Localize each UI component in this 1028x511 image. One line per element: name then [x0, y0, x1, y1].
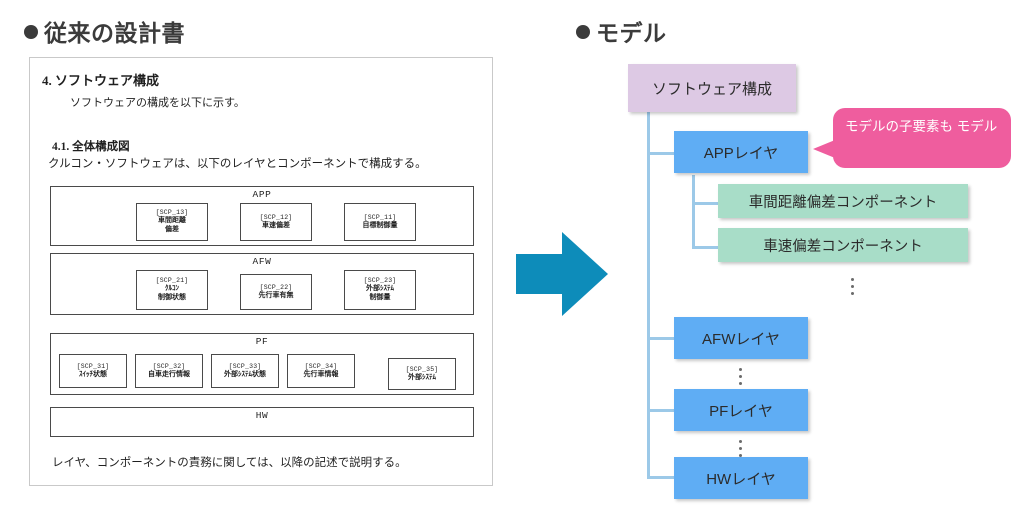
callout-tail	[813, 140, 835, 158]
model-node-component-1[interactable]: 車間距離偏差コンポーネント	[718, 184, 968, 218]
layer-name-afw: AFW	[252, 256, 272, 267]
component-name-line2: 制御量	[369, 294, 391, 302]
component-box: [SCP_13] 車間距離 偏差	[136, 203, 208, 241]
bullet-icon	[24, 25, 38, 39]
component-name: 車間距離	[158, 217, 186, 225]
callout-text: モデルの子要素も モデル	[845, 119, 998, 134]
tree-trunk-app-children	[692, 175, 695, 247]
tree-branch-pf	[647, 409, 681, 412]
document-footer-note: レイヤ、コンポーネントの責務に関しては、以降の記述で説明する。	[52, 457, 407, 469]
component-id: [SCP_13]	[155, 209, 189, 217]
bullet-icon	[576, 25, 590, 39]
component-id: [SCP_12]	[259, 213, 293, 221]
callout-bubble: モデルの子要素も モデル	[833, 108, 1011, 168]
component-name-line2: 偏差	[165, 226, 179, 234]
component-box: [SCP_12] 車速偏差	[240, 203, 312, 241]
component-id: [SCP_23]	[363, 277, 397, 285]
component-name: 外部ｼｽﾃﾑ状態	[224, 370, 266, 378]
ellipsis-afw	[733, 364, 747, 392]
component-id: [SCP_33]	[228, 362, 262, 370]
model-node-pf-layer[interactable]: PFレイヤ	[674, 389, 808, 431]
component-name: ｸﾙｺﾝ	[165, 285, 179, 293]
component-name: ｽｲｯﾁ状態	[79, 370, 107, 378]
component-name: 車速偏差	[262, 221, 290, 229]
component-box: [SCP_33] 外部ｼｽﾃﾑ状態	[211, 354, 279, 388]
component-id: [SCP_35]	[405, 365, 439, 373]
layer-name-pf: PF	[255, 336, 269, 347]
component-name: 目標制御量	[362, 221, 398, 229]
document-heading: 4. ソフトウェア構成	[42, 73, 160, 88]
component-name-line2: 制御状態	[158, 294, 186, 302]
model-node-app-layer[interactable]: APPレイヤ	[674, 131, 808, 173]
ellipsis-pf	[733, 436, 747, 464]
tree-branch-hw	[647, 476, 681, 479]
right-panel-title: モデル	[576, 14, 667, 48]
component-box: [SCP_21] ｸﾙｺﾝ 制御状態	[136, 270, 208, 310]
component-id: [SCP_21]	[155, 277, 189, 285]
model-node-component-2[interactable]: 車速偏差コンポーネント	[718, 228, 968, 262]
component-id: [SCP_11]	[363, 213, 397, 221]
layer-name-app: APP	[252, 189, 272, 200]
layer-name-hw: HW	[255, 410, 269, 421]
tree-branch-app	[647, 152, 681, 155]
component-name: 自車走行情報	[148, 370, 190, 378]
tree-branch-component-2	[692, 246, 720, 249]
layer-box-pf: PF [SCP_31] ｽｲｯﾁ状態 [SCP_32] 自車走行情報 [SCP_…	[50, 333, 474, 395]
document-subheading: 4.1. 全体構成図	[52, 141, 130, 153]
design-document-panel: 4. ソフトウェア構成 ソフトウェアの構成を以下に示す。 4.1. 全体構成図 …	[29, 57, 493, 486]
layer-box-afw: AFW [SCP_21] ｸﾙｺﾝ 制御状態 [SCP_22] 先行車有無 [S…	[50, 253, 474, 315]
model-node-afw-layer[interactable]: AFWレイヤ	[674, 317, 808, 359]
component-box: [SCP_35] 外部ｼｽﾃﾑ	[388, 358, 456, 390]
document-subintro: クルコン・ソフトウェアは、以下のレイヤとコンポーネントで構成する。	[48, 158, 427, 170]
component-name: 先行車有無	[258, 291, 294, 299]
right-panel-title-text: モデル	[596, 20, 667, 46]
left-panel-title: 従来の設計書	[24, 14, 185, 48]
component-box: [SCP_31] ｽｲｯﾁ状態	[59, 354, 127, 388]
component-id: [SCP_31]	[76, 362, 110, 370]
component-name: 外部ｼｽﾃﾑ	[408, 373, 436, 381]
document-intro: ソフトウェアの構成を以下に示す。	[70, 97, 245, 109]
right-arrow-icon	[516, 232, 608, 316]
tree-branch-component-1	[692, 202, 720, 205]
layer-box-app: APP [SCP_13] 車間距離 偏差 [SCP_12] 車速偏差 [SCP_…	[50, 186, 474, 246]
layer-box-hw: HW	[50, 407, 474, 437]
component-box: [SCP_34] 先行車情報	[287, 354, 355, 388]
component-name: 外部ｼｽﾃﾑ	[366, 285, 394, 293]
model-node-hw-layer[interactable]: HWレイヤ	[674, 457, 808, 499]
component-box: [SCP_23] 外部ｼｽﾃﾑ 制御量	[344, 270, 416, 310]
component-id: [SCP_22]	[259, 283, 293, 291]
component-box: [SCP_22] 先行車有無	[240, 274, 312, 310]
component-id: [SCP_32]	[152, 362, 186, 370]
model-node-root[interactable]: ソフトウェア構成	[628, 64, 796, 112]
tree-branch-afw	[647, 337, 681, 340]
ellipsis-components	[845, 274, 859, 302]
component-box: [SCP_32] 自車走行情報	[135, 354, 203, 388]
tree-trunk-main	[647, 110, 650, 476]
component-name: 先行車情報	[303, 370, 339, 378]
component-box: [SCP_11] 目標制御量	[344, 203, 416, 241]
left-panel-title-text: 従来の設計書	[44, 20, 185, 46]
component-id: [SCP_34]	[304, 362, 338, 370]
